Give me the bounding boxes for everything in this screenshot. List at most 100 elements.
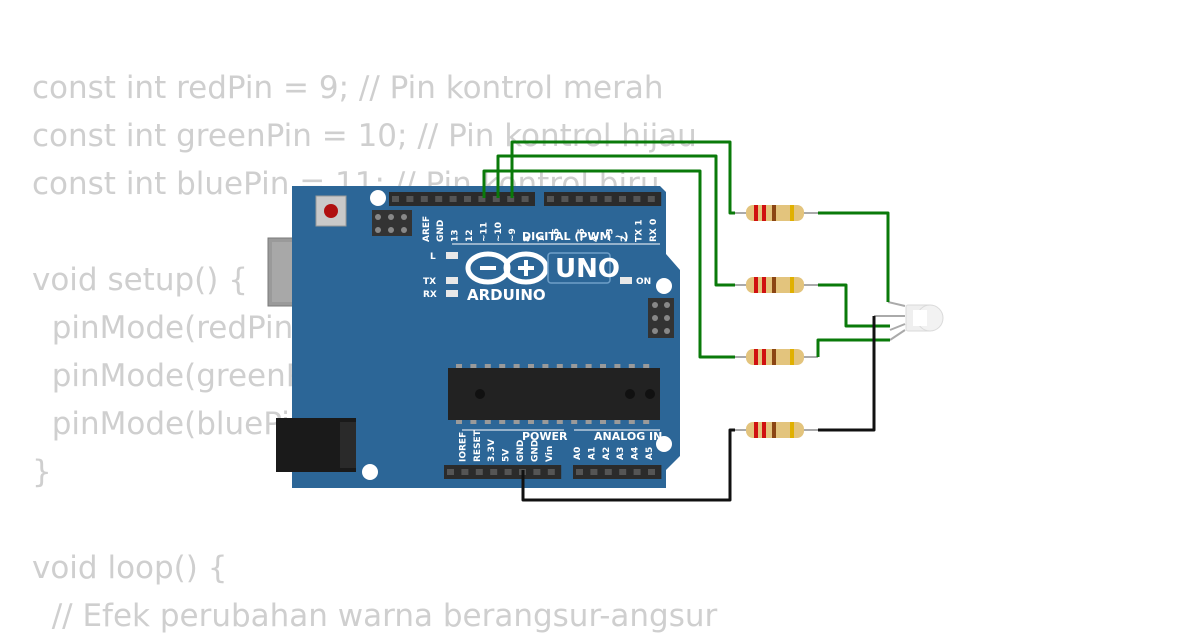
bottom-headers: [444, 465, 662, 479]
power-pin-label: 3.3V: [487, 439, 497, 462]
digital-pin-label: GND: [436, 220, 446, 242]
power-jack-edge: [340, 422, 356, 468]
header-pin: [406, 196, 414, 202]
code-line: // Efek perubahan warna berangsur-angsur: [32, 598, 718, 634]
header-pin: [648, 469, 655, 475]
header-strip: [544, 192, 662, 206]
wire-pin11: [482, 169, 735, 359]
header-pin: [447, 469, 454, 475]
analog-pin-label: A2: [602, 447, 612, 460]
wire-r2-led: [818, 283, 890, 328]
header-pin: [435, 196, 443, 202]
arduino-logo: [465, 251, 549, 285]
resistor: [735, 422, 818, 438]
header-pin: [492, 196, 500, 202]
analog-pin-label: A0: [573, 447, 583, 460]
analog-pin-label: A3: [616, 447, 626, 460]
resistor: [735, 205, 818, 221]
resistor: [735, 349, 818, 365]
header-pin: [490, 469, 498, 475]
digital-pin-label: ~9: [508, 228, 518, 242]
header-pin: [576, 469, 583, 475]
digital-pin-label: 2: [620, 236, 630, 242]
led-rx-indicator: [446, 290, 458, 297]
header-pin: [504, 469, 512, 475]
icsp-header-right: [648, 298, 674, 338]
power-pin-label: 5V: [502, 449, 512, 462]
reset-button-cap[interactable]: [324, 204, 338, 218]
wire-gnd: [521, 428, 735, 502]
code-line: const int greenPin = 10; // Pin kontrol …: [32, 118, 697, 154]
header-pin: [449, 196, 457, 202]
digital-pin-label: ~5: [577, 228, 587, 242]
power-pin-label: RESET: [473, 429, 483, 462]
digital-pin-label: 4: [591, 236, 601, 242]
digital-pin-label: 12: [465, 229, 475, 242]
header-pin: [392, 196, 399, 202]
mounting-hole: [656, 278, 672, 294]
header-pin: [461, 469, 469, 475]
header-pin: [478, 196, 486, 202]
digital-pin-label: 8: [523, 236, 533, 242]
chip-pins: [456, 364, 650, 424]
code-line: void setup() {: [32, 262, 248, 298]
header-pin: [633, 469, 641, 475]
analog-pin-label: A4: [631, 447, 641, 460]
header-pin: [619, 196, 626, 202]
mounting-hole: [656, 436, 672, 452]
mounting-hole: [370, 190, 386, 206]
header-pin: [604, 196, 612, 202]
code-line: void loop() {: [32, 550, 228, 586]
mounting-hole: [362, 464, 378, 480]
header-pin: [521, 196, 529, 202]
header-pin: [547, 469, 555, 475]
header-pin: [420, 196, 428, 202]
wire-pin10: [496, 154, 735, 287]
digital-pin-label: ~10: [494, 222, 504, 242]
board-model: UNO: [555, 254, 620, 284]
digital-pin-label: 13: [451, 229, 461, 242]
wire-pin9: [510, 140, 735, 215]
header-pin: [547, 196, 554, 202]
wire-common: [818, 316, 876, 432]
power-pin-label: GND: [516, 440, 526, 462]
board-brand: ARDUINO: [467, 286, 546, 304]
led-tx-indicator: [446, 277, 458, 284]
header-strip: [444, 465, 562, 479]
digital-pin-label: RX 0: [649, 219, 659, 242]
digital-pin-label: TX 1: [634, 220, 644, 242]
power-label: POWER: [522, 430, 568, 443]
led-on-indicator: [620, 277, 632, 284]
header-pin: [590, 196, 598, 202]
chip-dot: [475, 389, 485, 399]
resistors: [735, 205, 818, 438]
resistor: [735, 277, 818, 293]
header-pin: [464, 196, 471, 202]
digital-pin-label: ~6: [551, 228, 561, 242]
header-pin: [507, 196, 515, 202]
code-line: }: [32, 454, 52, 490]
digital-pin-label: AREF: [422, 216, 432, 242]
analog-pin-label: A1: [587, 447, 597, 460]
analog-pin-label: A5: [645, 447, 655, 460]
header-pin: [619, 469, 627, 475]
header-pin: [604, 469, 612, 475]
digital-header: [389, 192, 662, 206]
header-pin: [561, 196, 569, 202]
header-pin: [475, 469, 483, 475]
rgb-led: [874, 301, 944, 341]
digital-pin-label: ~11: [479, 222, 489, 242]
led-l-label: L: [430, 252, 436, 262]
analog-label: ANALOG IN: [594, 430, 662, 443]
header-strip: [573, 465, 662, 479]
header-pin: [590, 469, 598, 475]
led-on-label: ON: [636, 277, 651, 287]
header-pin: [575, 196, 583, 202]
led-tx-label: TX: [423, 277, 436, 287]
chip-dot: [645, 389, 655, 399]
digital-pin-label: ~3: [606, 228, 616, 242]
digital-label: DIGITAL (PWM ~): [522, 230, 629, 243]
led-l-indicator: [446, 252, 458, 259]
